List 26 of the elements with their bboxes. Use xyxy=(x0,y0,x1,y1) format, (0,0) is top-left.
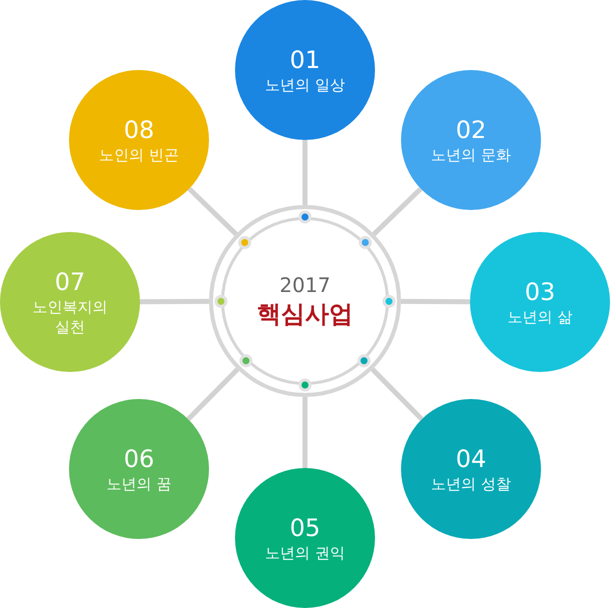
number-label: 01 xyxy=(290,45,320,75)
year-label: 2017 xyxy=(280,272,330,298)
number-label: 04 xyxy=(456,444,486,474)
connector-line xyxy=(302,397,308,468)
topic-title: 노년의 성찰 xyxy=(431,474,511,494)
number-label: 02 xyxy=(456,115,486,145)
topic-title: 노년의 문화 xyxy=(431,145,511,165)
topic-title: 노년의 권익 xyxy=(265,543,345,563)
topic-title: 노인복지의 실천 xyxy=(32,297,108,337)
number-label: 08 xyxy=(124,115,154,145)
number-label: 05 xyxy=(290,513,320,543)
topic-title: 노년의 삶 xyxy=(508,307,572,327)
center-title: 핵심사업 xyxy=(257,299,353,330)
connector-line xyxy=(140,298,209,304)
topic-title: 노년의 꿈 xyxy=(106,474,172,494)
connector-line xyxy=(401,298,470,304)
topic-title: 노인의 빈곤 xyxy=(99,145,179,165)
topic-title: 노년의 일상 xyxy=(265,75,345,95)
number-label: 06 xyxy=(124,444,154,474)
number-label: 03 xyxy=(524,277,556,307)
number-label: 07 xyxy=(54,267,86,297)
connector-line xyxy=(302,140,308,205)
connector-line xyxy=(186,368,240,421)
connector-line xyxy=(188,186,238,236)
connector-line xyxy=(372,186,422,236)
connector-line xyxy=(370,368,424,421)
